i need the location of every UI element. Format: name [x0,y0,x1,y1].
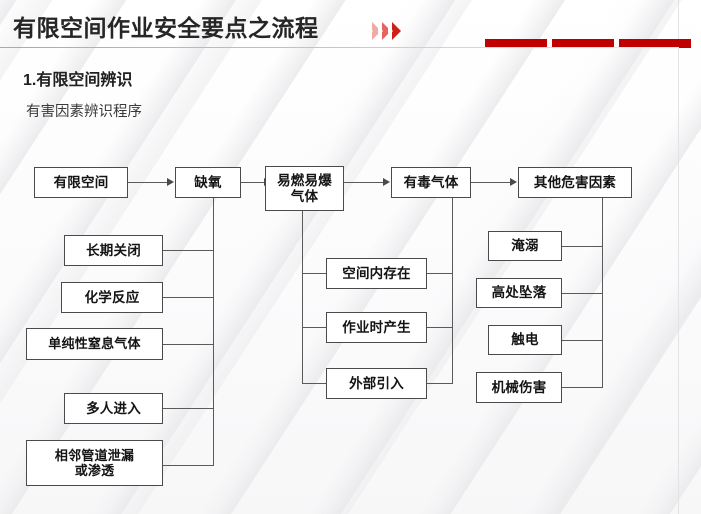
flow-node-label: 缺氧 [194,174,222,190]
flow-node-label: 化学反应 [84,289,140,305]
stub-chemical-reaction [163,297,214,299]
flow-node-label: 有毒气体 [403,174,459,190]
stub-long-term-closure [163,250,214,252]
header-accent-bar-1 [485,39,547,48]
flow-node-drowning[interactable]: 淹溺 [488,231,562,261]
flow-node-mechanical-injury[interactable]: 机械伤害 [476,372,562,403]
flow-node-label: 易燃易爆气体 [277,172,332,204]
flow-node-generated-during-work[interactable]: 作业时产生 [326,312,427,343]
flow-node-chemical-reaction[interactable]: 化学反应 [61,282,163,313]
flow-node-other-hazard-factors[interactable]: 其他危害因素 [518,167,632,198]
stub-left-present-in-space [302,273,326,275]
arrow-confined-to-oxygen [167,177,174,186]
flow-node-label: 机械伤害 [491,379,547,395]
flow-node-simple-asphyxiant-gas[interactable]: 单纯性窒息气体 [26,328,163,360]
flow-node-label: 高处坠落 [491,285,547,301]
stub-adjacent-pipe-leak [163,465,214,467]
flow-node-fall-from-height[interactable]: 高处坠落 [476,278,562,308]
flow-node-multiple-entry[interactable]: 多人进入 [64,393,163,424]
section-subheading: 有害因素辨识程序 [26,104,142,120]
page-title: 有限空间作业安全要点之流程 [13,15,319,41]
flow-node-adjacent-pipe-leak[interactable]: 相邻管道泄漏或渗透 [26,440,163,486]
flow-node-label: 多人进入 [86,400,141,416]
flow-node-introduced-externally[interactable]: 外部引入 [326,368,427,399]
flow-node-label: 相邻管道泄漏或渗透 [54,447,135,478]
header-divider-rule [0,47,679,48]
stub-right-introduced-externally [427,383,453,385]
trunk-flammable-branch [302,211,304,384]
arrow-toxic-to-other [510,177,517,186]
flow-node-oxygen-deficiency[interactable]: 缺氧 [175,167,241,198]
stub-simple-asphyxiant-gas [163,344,214,346]
chevron-right-icon-2 [378,22,391,40]
stub-right-present-in-space [427,273,453,275]
stub-electric-shock [562,340,603,342]
flow-node-label: 淹溺 [511,238,539,254]
flow-node-present-in-space[interactable]: 空间内存在 [326,258,427,289]
connector-oxygen-to-flammable [241,182,265,184]
stub-left-generated-during-work [302,327,326,329]
connector-toxic-to-other [471,182,511,184]
flow-node-toxic-gas[interactable]: 有毒气体 [391,167,471,198]
trunk-toxic-branch [452,198,454,384]
header-accent-bars [485,39,691,48]
stub-mechanical-injury [562,387,603,389]
chevron-right-icon-3 [388,22,401,40]
flow-node-flammable-explosive-gas[interactable]: 易燃易爆气体 [265,166,344,211]
flow-node-electric-shock[interactable]: 触电 [488,325,562,355]
chevron-group-icon [368,22,401,40]
stub-fall-from-height [562,293,603,295]
chevron-right-icon-1 [368,22,381,40]
flow-node-long-term-closure[interactable]: 长期关闭 [64,235,163,266]
header-accent-bar-3 [619,39,691,48]
arrow-flammable-to-toxic [383,177,390,186]
flow-node-confined-space[interactable]: 有限空间 [34,167,128,198]
flow-node-label: 触电 [511,332,539,348]
flow-node-label: 有限空间 [53,174,109,190]
flow-node-label: 空间内存在 [342,265,411,281]
stub-multiple-entry [163,408,214,410]
connector-confined-to-oxygen [128,182,168,184]
slide-header: 有限空间作业安全要点之流程 [0,0,701,52]
stub-drowning [562,246,603,248]
header-accent-bar-2 [552,39,614,48]
flow-node-label: 其他危害因素 [533,174,617,190]
section-heading: 1.有限空间辨识 [23,72,133,89]
flow-node-label: 长期关闭 [86,242,141,258]
stub-left-introduced-externally [302,383,326,385]
flow-node-label: 单纯性窒息气体 [48,336,141,352]
trunk-oxygen-branch [213,198,215,466]
flow-node-label: 外部引入 [349,375,404,391]
stub-right-generated-during-work [427,327,453,329]
flow-node-label: 作业时产生 [342,319,411,335]
connector-flammable-to-toxic [344,182,384,184]
